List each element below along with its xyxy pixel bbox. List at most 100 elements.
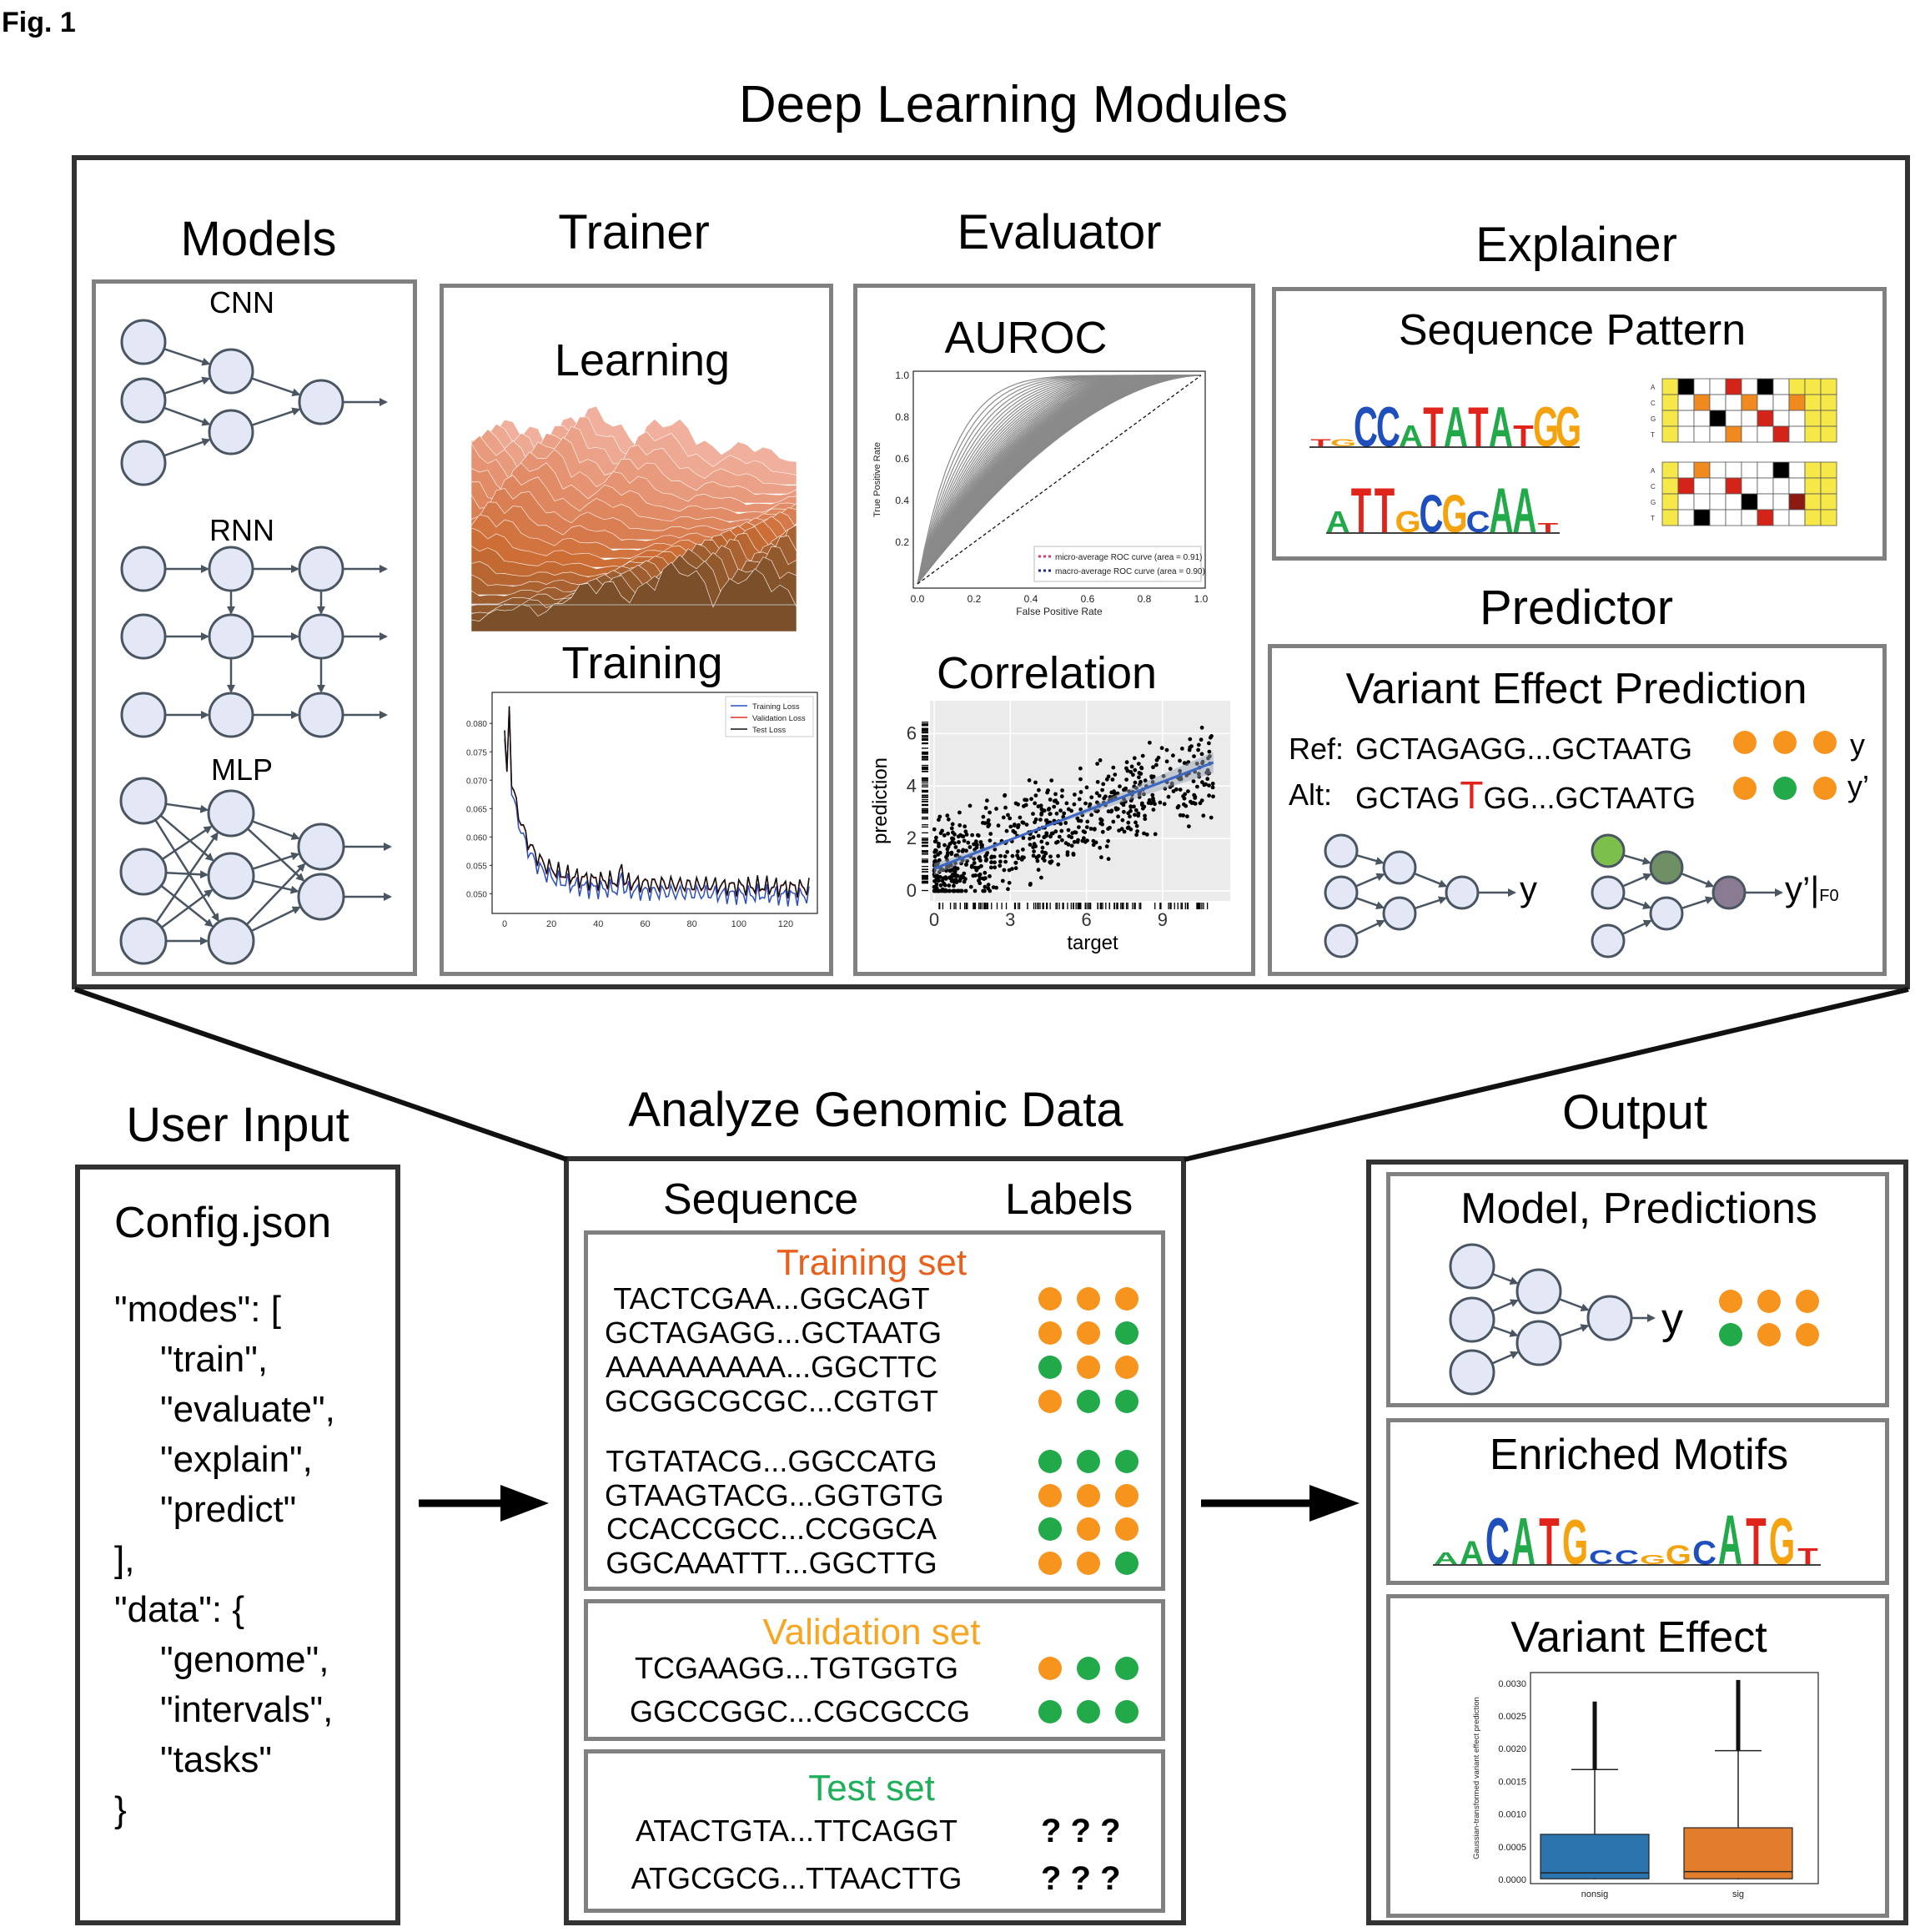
network-edge [1559, 1324, 1590, 1337]
corr-point [1069, 843, 1074, 848]
corr-point [1011, 828, 1016, 833]
corr-point [944, 888, 949, 893]
corr-point [1195, 784, 1199, 789]
network-edge [1414, 896, 1447, 910]
network-edge [1355, 854, 1385, 865]
label-dot [1733, 777, 1757, 800]
label-dot [1757, 1323, 1781, 1346]
corr-point [993, 865, 998, 870]
sequence-row: TGTATACG...GGCCATG [606, 1444, 937, 1478]
corr-point [1053, 792, 1058, 797]
corr-point [1007, 880, 1012, 885]
corr-point [1188, 737, 1193, 742]
corr-point [944, 855, 948, 859]
network-node [297, 873, 345, 921]
corr-point [940, 828, 944, 833]
output-title: Output [1561, 1085, 1708, 1140]
corr-point [1106, 827, 1110, 831]
corr-point [971, 873, 976, 878]
corr-point [1164, 759, 1169, 764]
loss-x-tick: 100 [731, 919, 746, 929]
sequence-row: GGCCGGC...CGCGCCG [630, 1694, 971, 1728]
network-edge [1355, 897, 1385, 909]
label-dot [1038, 1700, 1062, 1723]
corr-point [937, 814, 942, 819]
corr-point [1083, 801, 1088, 806]
corr-point [1054, 811, 1059, 816]
logo-letter: T [1423, 395, 1443, 459]
logo-letter: T [1351, 475, 1371, 546]
roc-y-tick: 0.4 [895, 495, 909, 506]
box-x-tick: nonsig [1581, 1889, 1608, 1899]
trainer-title: Trainer [558, 205, 710, 259]
corr-point [989, 854, 994, 859]
logo-letter: C [1376, 395, 1400, 459]
network-node [1649, 896, 1684, 931]
corr-point [1199, 798, 1204, 802]
logo-letter: C [1420, 486, 1444, 545]
corr-point [1013, 801, 1018, 806]
corr-point [1178, 787, 1183, 792]
corr-point [1196, 742, 1201, 747]
corr-point [1098, 758, 1103, 762]
logo-letter: G [1562, 1507, 1588, 1577]
corr-point [1036, 833, 1041, 838]
corr-point [981, 814, 986, 819]
label-dot [1077, 1657, 1100, 1680]
corr-point [946, 831, 950, 836]
corr-point [1210, 782, 1215, 786]
corr-point [1039, 875, 1043, 880]
corr-point [1153, 832, 1158, 837]
corr-point [937, 858, 942, 863]
corr-point [934, 848, 938, 853]
label-dot [1077, 1287, 1100, 1311]
loss-x-tick: 0 [502, 919, 507, 929]
corr-point [937, 874, 942, 879]
logo-letter: A [1718, 1500, 1742, 1578]
corr-point [1046, 808, 1051, 812]
roc-y-tick: 0.8 [895, 411, 909, 423]
corr-point [1122, 809, 1126, 814]
label-dot [1773, 777, 1797, 800]
unknown-label: ? ? ? [1041, 1860, 1121, 1897]
corr-point [952, 888, 957, 893]
corr-point [1039, 839, 1044, 844]
corr-point [1085, 838, 1089, 843]
corr-point [1015, 849, 1020, 854]
network-edge [161, 825, 213, 861]
loss-legend-box [725, 696, 814, 737]
loss-x-tick: 60 [640, 919, 650, 929]
corr-point [1055, 839, 1060, 844]
network-node [208, 613, 254, 660]
loss-x-tick: 20 [546, 919, 556, 929]
corr-point [1008, 824, 1013, 829]
enriched-motifs-title: Enriched Motifs [1489, 1431, 1789, 1479]
logo-letter: T [1539, 1505, 1559, 1579]
logo-letter: A [1513, 475, 1537, 546]
corr-point [1022, 855, 1026, 860]
corr-y-tick: 0 [907, 880, 917, 901]
loss-y-tick: 0.065 [466, 805, 487, 814]
box-y-tick: 0.0000 [1498, 1875, 1526, 1885]
corr-point [983, 870, 988, 875]
corr-point [1178, 758, 1182, 763]
corr-point [989, 860, 993, 865]
corr-point [1208, 735, 1213, 740]
models-panel [92, 279, 417, 976]
output-y-label: y [1661, 1295, 1683, 1343]
logo-letter: T [1375, 475, 1395, 546]
corr-point [1048, 854, 1053, 859]
roc-y-tick: 1.0 [895, 370, 909, 381]
network-edge [246, 828, 305, 882]
corr-confidence-band [934, 752, 1214, 876]
corr-point [1033, 793, 1038, 797]
roc-x-tick: 0.6 [1081, 593, 1095, 605]
corr-point [1144, 833, 1149, 837]
corr-point [953, 873, 958, 878]
alt-seq-prefix: GCTAG [1355, 781, 1460, 815]
corr-point [1093, 827, 1097, 831]
corr-point [947, 883, 952, 888]
corr-point [996, 823, 1001, 828]
network-node [120, 613, 167, 660]
